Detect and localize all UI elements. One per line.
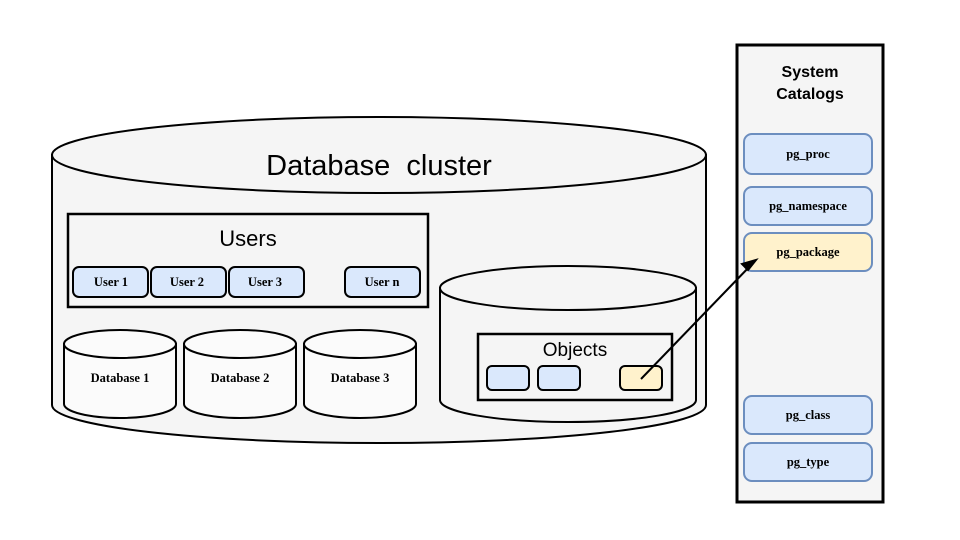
database-cylinder-3[interactable] [303, 329, 417, 419]
database-label-1: Database 1 [90, 371, 150, 385]
catalog-label-pg-type: pg_type [786, 455, 830, 469]
cluster-title: Database cluster [266, 150, 492, 182]
catalog-label-pg-proc: pg_proc [786, 147, 830, 161]
user-chip-n[interactable] [344, 266, 421, 298]
database-cylinder-1[interactable] [63, 329, 177, 419]
objects-panel-title: Objects [542, 340, 608, 361]
users-panel-title: Users [219, 226, 277, 251]
catalog-label-pg-namespace: pg_namespace [769, 199, 847, 213]
arrowhead-icon [740, 258, 759, 272]
catalog-label-pg-class: pg_class [785, 408, 831, 422]
catalog-box-pg-class[interactable] [743, 395, 873, 435]
user-chip-label-n: User n [364, 275, 400, 289]
catalog-box-pg-type[interactable] [743, 442, 873, 482]
user-chip-label-2: User 2 [169, 275, 205, 289]
cluster-top-ellipse [51, 116, 707, 194]
user-chip-1[interactable] [72, 266, 149, 298]
user-chips [72, 266, 421, 298]
catalog-box-pg-package[interactable] [743, 232, 873, 272]
catalog-box-pg-proc[interactable] [743, 133, 873, 175]
catalog-label-pg-package: pg_package [776, 245, 840, 259]
system-catalogs-header-line1: System [781, 64, 839, 81]
user-chip-3[interactable] [228, 266, 305, 298]
user-chip-2[interactable] [150, 266, 227, 298]
database-label-3: Database 3 [330, 371, 390, 385]
database-label-2: Database 2 [210, 371, 270, 385]
object-chip-1[interactable] [486, 365, 530, 391]
user-chip-label-3: User 3 [247, 275, 283, 289]
pg-package-to-object-arrow [640, 258, 759, 380]
catalog-box-pg-namespace[interactable] [743, 186, 873, 226]
object-chip-2[interactable] [537, 365, 581, 391]
user-chip-label-1: User 1 [93, 275, 129, 289]
system-catalogs-header-line2: Catalogs [776, 85, 844, 103]
database-cylinder-2[interactable] [183, 329, 297, 419]
